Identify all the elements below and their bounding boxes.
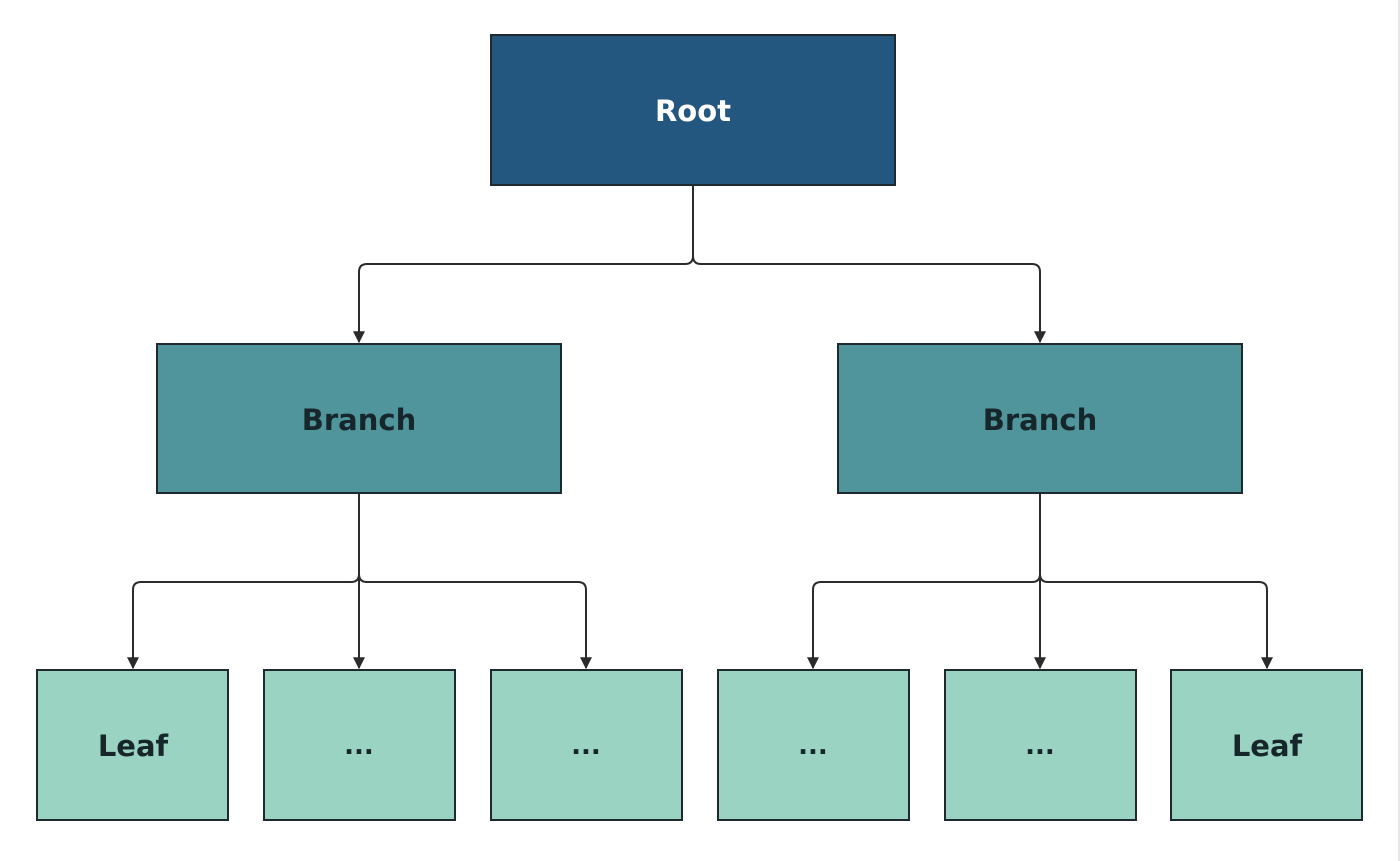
leaf-node-1: Leaf [36, 669, 229, 821]
leaf-node-2: ... [263, 669, 456, 821]
leaf-node-6: Leaf [1170, 669, 1363, 821]
leaf-node-3-label: ... [571, 731, 601, 761]
leaf-node-3: ... [490, 669, 683, 821]
branch-node-2: Branch [837, 343, 1243, 494]
connector-root-to-branch-1 [353, 185, 694, 344]
branch-node-1-box [156, 343, 562, 494]
leaf-node-5: ... [944, 669, 1137, 821]
leaf-node-5-label: ... [1025, 731, 1055, 761]
leaf-node-4-label: ... [798, 731, 828, 761]
branch-node-1: Branch [156, 343, 562, 494]
branch-node-2-label: Branch [983, 403, 1097, 437]
connectors [127, 185, 1273, 670]
branch-node-1-label: Branch [302, 403, 416, 437]
leaf-node-2-label: ... [344, 731, 374, 761]
branch-node-2-box [837, 343, 1243, 494]
leaf-node-5-box [944, 669, 1137, 821]
leaf-node-4: ... [717, 669, 910, 821]
connector-branch-2-to-leaf-6 [1039, 493, 1273, 670]
root-node: Root [490, 34, 896, 186]
connector-branch-1-to-leaf-3 [358, 493, 592, 670]
leaf-node-2-box [263, 669, 456, 821]
leaf-node-3-box [490, 669, 683, 821]
connector-branch-1-to-leaf-1 [127, 493, 360, 670]
connector-root-to-branch-2 [692, 185, 1046, 344]
right-edge-strip [1398, 0, 1400, 861]
connector-branch-2-to-leaf-4 [807, 493, 1041, 670]
leaf-node-6-box [1170, 669, 1363, 821]
root-node-label: Root [655, 94, 731, 128]
root-node-box [490, 34, 896, 186]
leaf-node-1-label: Leaf [98, 729, 169, 763]
leaf-node-1-box [36, 669, 229, 821]
leaf-node-4-box [717, 669, 910, 821]
leaf-node-6-label: Leaf [1232, 729, 1303, 763]
